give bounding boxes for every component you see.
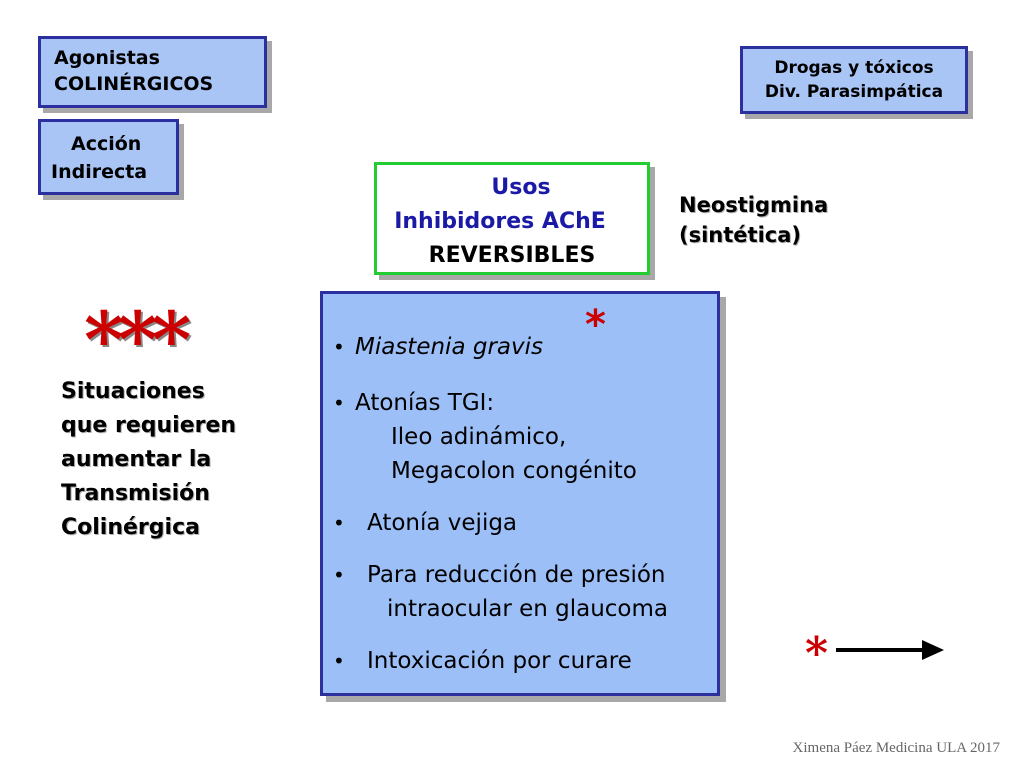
situ-line-4: Transmisión (61, 481, 210, 506)
bullet: • (333, 391, 345, 415)
inhibidores-line: Inhibidores AChE (394, 209, 606, 234)
situ-line-3: aumentar la (61, 447, 212, 472)
usos-title: Usos (491, 175, 551, 200)
indirecta-line: Indirecta (51, 161, 148, 183)
list-item: • Intoxicación por curare (333, 644, 632, 678)
parasimpatica-line: Div. Parasimpática (764, 82, 944, 102)
situ-line-1: Situaciones (61, 379, 205, 404)
star-mark: * (585, 302, 606, 348)
list-item: • Para reducción de presión intraocular e… (333, 558, 668, 626)
situ-line-5: Colinérgica (61, 515, 200, 540)
drogas-line: Drogas y tóxicos (774, 58, 934, 78)
neostigmina-label: Neostigmina (sintética) (679, 190, 828, 250)
usos-box: Usos Inhibidores AChE REVERSIBLES (374, 162, 650, 275)
footer-credit: Ximena Páez Medicina ULA 2017 (792, 740, 1000, 756)
triple-star-mark: *** (84, 295, 191, 384)
situ-line-2: que requieren (61, 413, 237, 438)
atonias-tgi-text: Atonías TGI: (355, 390, 495, 416)
accion-indirecta-box: Acción Indirecta (38, 119, 179, 195)
agonistas-line: Agonistas (54, 47, 160, 69)
presion-text: Para reducción de presión (367, 562, 666, 588)
bullet: • (333, 511, 345, 535)
megacolon-text: Megacolon congénito (391, 458, 637, 484)
agonistas-colinergicos-box: Agonistas COLINÉRGICOS (38, 36, 267, 108)
ileo-text: Ileo adinámico, (391, 424, 567, 450)
list-item: • Atonía vejiga (333, 506, 517, 540)
list-item: • Atonías TGI: Ileo adinámico, Megacolon … (333, 386, 637, 488)
atonia-vejiga-text: Atonía vejiga (367, 510, 518, 536)
accion-line: Acción (71, 133, 142, 155)
miastenia-text: Miastenia gravis (355, 334, 543, 360)
sintetica-line: (sintética) (679, 223, 801, 247)
list-item: • Miastenia gravis (333, 330, 543, 364)
arrow-star-mark: * (805, 628, 829, 679)
uses-list-box: • Miastenia gravis * • Atonías TGI: Ileo a… (320, 291, 720, 696)
curare-text: Intoxicación por curare (367, 648, 632, 674)
colinergicos-line: COLINÉRGICOS (54, 73, 214, 95)
situaciones-text: Situaciones que requieren aumentar la Tr… (61, 375, 236, 545)
bullet: • (333, 649, 345, 673)
bullet: • (333, 563, 345, 587)
neostigmina-line: Neostigmina (679, 193, 829, 217)
bullet: • (333, 335, 345, 359)
drogas-toxicos-box: Drogas y tóxicos Div. Parasimpática (740, 46, 968, 114)
right-arrow-icon (836, 640, 944, 660)
reversibles-line: REVERSIBLES (428, 243, 596, 268)
glaucoma-text: intraocular en glaucoma (387, 596, 668, 622)
